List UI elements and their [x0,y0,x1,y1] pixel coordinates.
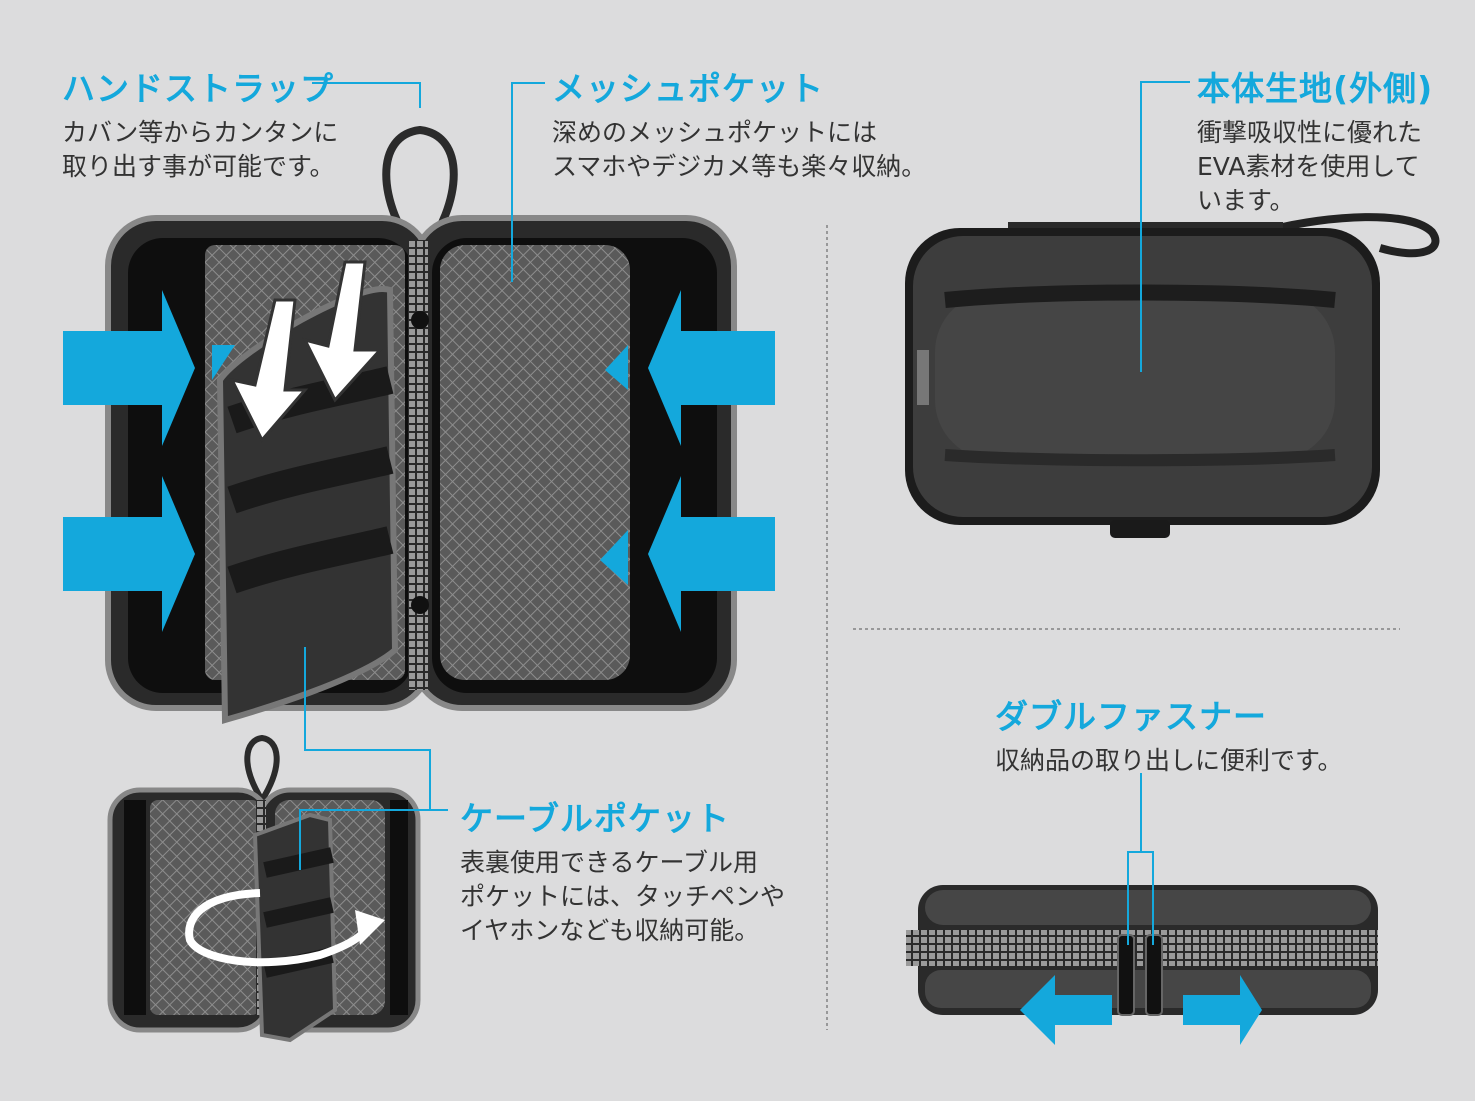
desc-line: 収納品の取り出しに便利です。 [995,746,1343,775]
desc-line: イヤホンなども収納可能。 [460,916,760,945]
body-fabric-title: 本体生地(外側) [1197,69,1434,108]
desc-line: 衝撃吸収性に優れた [1197,118,1423,147]
desc-line: 深めのメッシュポケットには [552,118,878,147]
callout-hand-strap: ハンドストラップ カバン等からカンタンに 取り出す事が可能です。 [62,62,338,184]
double-zipper-desc: 収納品の取り出しに便利です。 [995,744,1343,778]
cable-pocket-desc: 表裏使用できるケーブル用 ポケットには、タッチペンや イヤホンなども収納可能。 [460,846,785,948]
hand-strap-desc: カバン等からカンタンに 取り出す事が可能です。 [62,116,338,184]
left-arrow-icon [1020,975,1112,1045]
open-case-large [105,125,737,724]
body-fabric-desc: 衝撃吸収性に優れた EVA素材を使用して います。 [1197,116,1433,218]
callout-double-zipper: ダブルファスナー 収納品の取り出しに便利です。 [995,690,1343,778]
callout-mesh-pocket: メッシュポケット 深めのメッシュポケットには スマホやデジカメ等も楽々収納。 [552,62,926,184]
desc-line: 表裏使用できるケーブル用 [460,848,759,877]
desc-line: EVA素材を使用して [1197,152,1420,181]
leader-double-zipper [1127,773,1154,945]
desc-line: 取り出す事が可能です。 [62,152,335,181]
desc-line: スマホやデジカメ等も楽々収納。 [552,152,927,181]
callout-body-fabric: 本体生地(外側) 衝撃吸収性に優れた EVA素材を使用して います。 [1197,62,1433,218]
closed-case-top [905,213,1440,538]
hand-strap-title: ハンドストラップ [62,69,334,108]
leader-cable-pocket [299,647,448,870]
down-arrow-icon [229,260,384,443]
leader-mesh-pocket [511,82,545,282]
desc-line: カバン等からカンタンに [62,118,339,147]
mesh-pocket-desc: 深めのメッシュポケットには スマホやデジカメ等も楽々収納。 [552,116,926,184]
callout-cable-pocket: ケーブルポケット 表裏使用できるケーブル用 ポケットには、タッチペンや イヤホン… [460,792,785,948]
right-arrow-icon [1183,975,1262,1045]
leader-hand-strap [312,82,421,108]
mesh-pocket-title: メッシュポケット [552,69,824,108]
open-case-small [107,734,421,1043]
zipper-side-view [906,885,1378,1016]
desc-line: ポケットには、タッチペンや [460,882,786,911]
inward-arrow-icon [63,290,775,632]
cable-pocket-title: ケーブルポケット [460,799,731,838]
leader-body-fabric [1140,81,1190,372]
double-zipper-title: ダブルファスナー [995,697,1267,736]
desc-line: います。 [1197,186,1295,215]
rotate-arrow-icon [185,889,385,967]
zipper-pull-icon [411,311,429,329]
